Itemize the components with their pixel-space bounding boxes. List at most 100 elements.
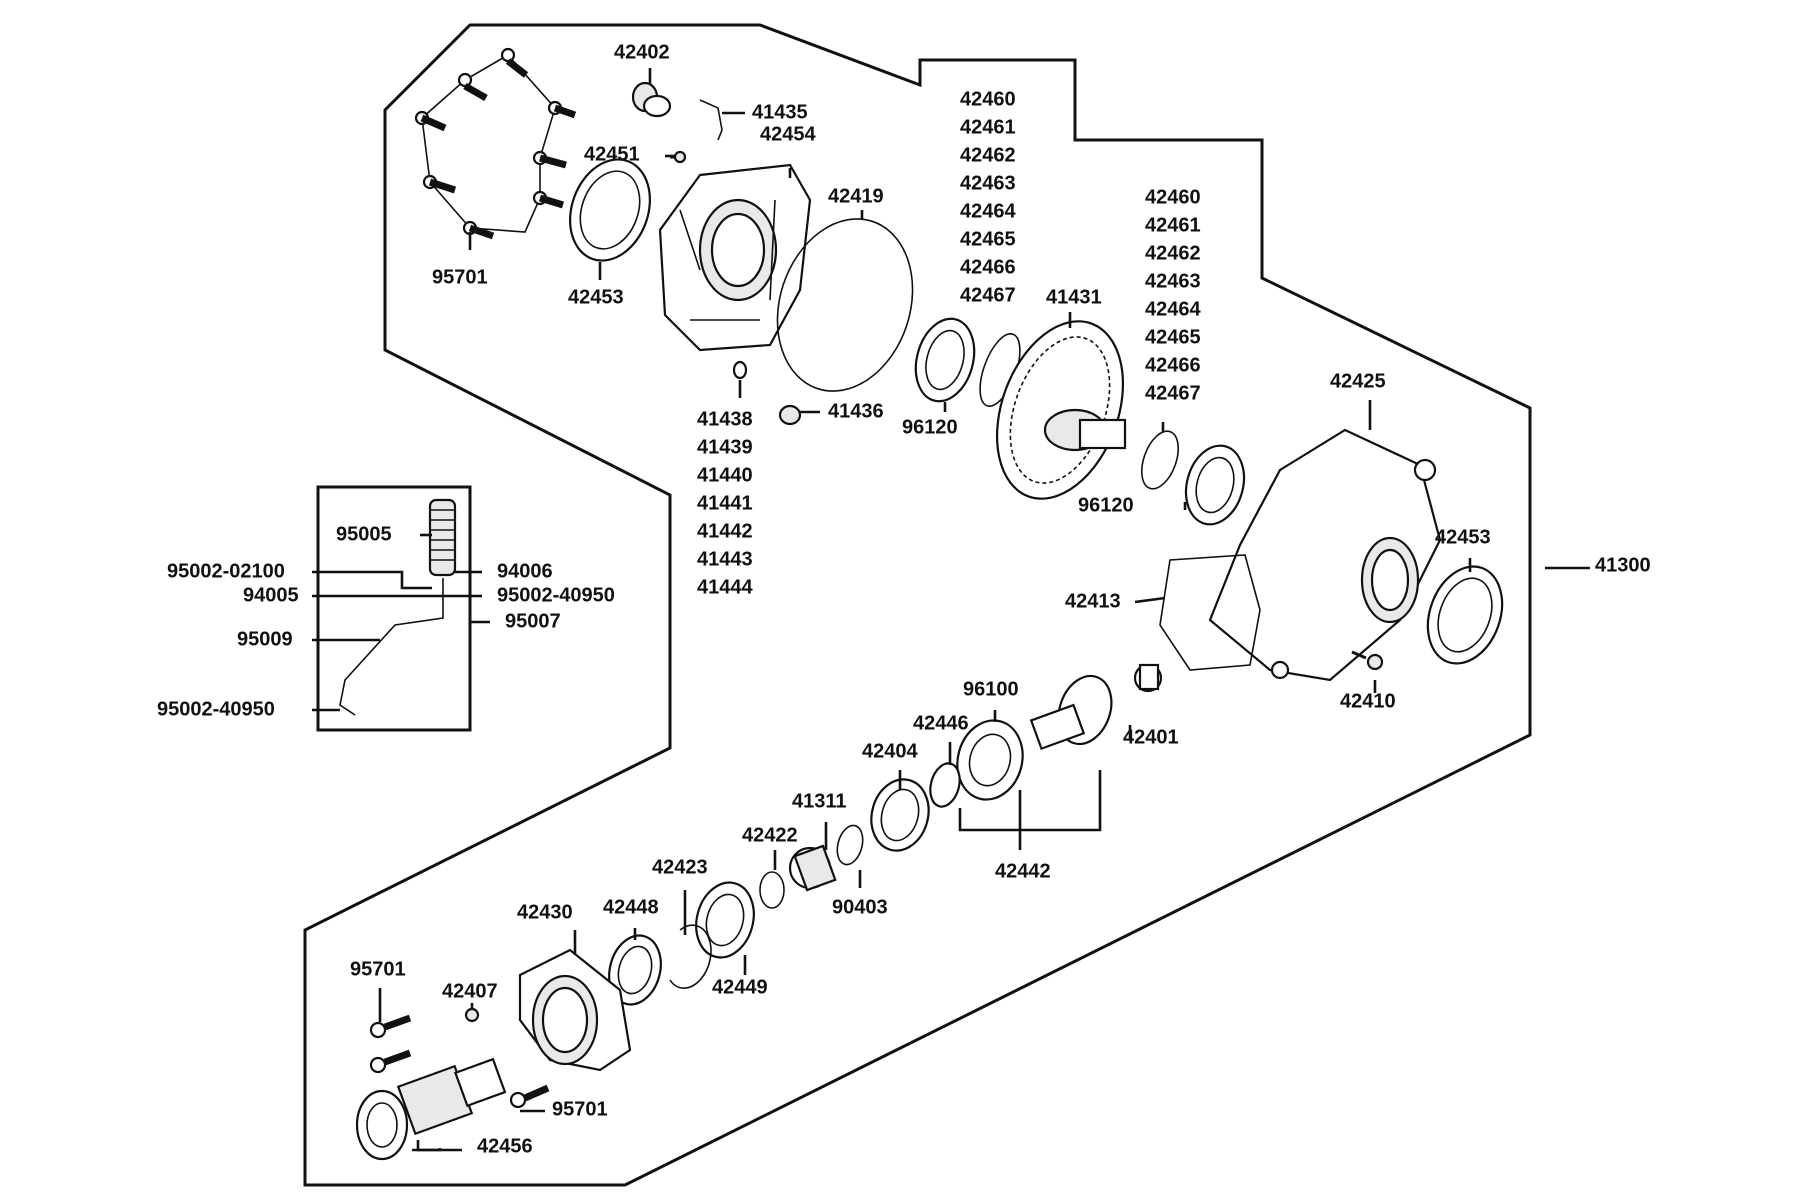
breather-hose-drawing xyxy=(339,578,444,716)
plug-small-drawing xyxy=(778,404,802,426)
callout-95002-40950-upper: 95002-40950 xyxy=(497,584,615,606)
snap-ring-drawing xyxy=(759,871,785,909)
callout-42442: 42442 xyxy=(995,860,1051,882)
callout-42460a-line-4: 42463 xyxy=(960,172,1016,194)
bearing-upper-drawing xyxy=(914,317,976,403)
callout-41438-line-2: 41439 xyxy=(697,436,753,458)
callout-96120-upper: 96120 xyxy=(902,416,958,438)
callout-95701-top: 95701 xyxy=(432,266,488,288)
callout-labels: 95701 42402 41435 42451 42454 42453 4241… xyxy=(157,41,1651,1157)
callout-42404: 42404 xyxy=(862,740,918,762)
callout-95002-02100: 95002-02100 xyxy=(167,560,285,582)
callout-41438-line-7: 41444 xyxy=(697,576,753,598)
circlip-drawing xyxy=(836,824,864,866)
callout-42453-right: 42453 xyxy=(1435,526,1491,548)
callout-95005: 95005 xyxy=(336,523,392,545)
drain-bolt-drawing xyxy=(1351,650,1384,671)
callout-42446: 42446 xyxy=(913,712,969,734)
front-cover-drawing xyxy=(518,948,632,1072)
callout-42460b-line-4: 42463 xyxy=(1145,270,1201,292)
callout-42460a-line-6: 42465 xyxy=(960,228,1016,250)
retaining-ring-drawing xyxy=(669,924,712,989)
callout-95701-lower-left: 95701 xyxy=(350,958,406,980)
callout-41438-line-5: 41442 xyxy=(697,520,753,542)
breather-inset-box xyxy=(316,485,472,732)
callout-96120-lower: 96120 xyxy=(1078,494,1134,516)
callout-42454: 42454 xyxy=(760,123,816,145)
callout-42451: 42451 xyxy=(584,143,640,165)
callout-42460b-line-8: 42467 xyxy=(1145,382,1201,404)
callout-42460a-line-7: 42466 xyxy=(960,256,1016,278)
pinion-gear-drawing xyxy=(1029,674,1113,751)
breather-fitting-drawing xyxy=(699,99,723,141)
callout-95009: 95009 xyxy=(237,628,293,650)
callout-41435: 41435 xyxy=(752,101,808,123)
callout-90403: 90403 xyxy=(832,896,888,918)
callout-95701-lower-right: 95701 xyxy=(552,1098,608,1120)
callout-42460b-line-3: 42462 xyxy=(1145,242,1201,264)
callout-42410: 42410 xyxy=(1340,690,1396,712)
leader-lines xyxy=(312,68,1590,1152)
callout-42460b-line-2: 42461 xyxy=(1145,214,1201,236)
oil-seal-right-drawing xyxy=(1426,565,1504,665)
bolt-pair-drawing xyxy=(369,1014,550,1109)
oil-seal-front-drawing xyxy=(608,934,662,1006)
breather-cap-drawing xyxy=(428,498,457,577)
callout-42460-group-a: 42460 42461 42462 42463 42464 42465 4246… xyxy=(960,88,1016,306)
output-shaft-drawing xyxy=(355,1057,507,1161)
collar-drawing xyxy=(1133,663,1163,693)
callout-41300: 41300 xyxy=(1595,554,1651,576)
callout-42460a-line-3: 42462 xyxy=(960,144,1016,166)
callout-42460b-line-5: 42464 xyxy=(1145,298,1201,320)
callout-41438-line-1: 41438 xyxy=(697,408,753,430)
callout-41436: 41436 xyxy=(828,400,884,422)
callout-42456: 42456 xyxy=(477,1135,533,1157)
plug-drawing xyxy=(631,81,672,118)
callout-41438-line-4: 41441 xyxy=(697,492,753,514)
ring-gear-drawing xyxy=(995,320,1127,500)
needle-bearing-drawing xyxy=(870,778,930,852)
callout-41438-line-6: 41443 xyxy=(697,548,753,570)
callout-42460a-line-2: 42461 xyxy=(960,116,1016,138)
callout-42401: 42401 xyxy=(1123,726,1179,748)
bearing-pinion-drawing xyxy=(956,719,1024,801)
callout-42449: 42449 xyxy=(712,976,768,998)
callout-42422: 42422 xyxy=(742,824,798,846)
callout-42453-left: 42453 xyxy=(568,286,624,308)
assembly-outline xyxy=(303,23,1532,1187)
sleeve-drawing xyxy=(788,844,837,892)
callout-42407: 42407 xyxy=(442,980,498,1002)
callout-94006: 94006 xyxy=(497,560,553,582)
callout-94005: 94005 xyxy=(243,584,299,606)
gasket-drawing xyxy=(1159,554,1261,671)
callout-42448: 42448 xyxy=(603,896,659,918)
callout-95007: 95007 xyxy=(505,610,561,632)
callout-42430: 42430 xyxy=(517,901,573,923)
callout-42413: 42413 xyxy=(1065,590,1121,612)
oil-seal-left-drawing xyxy=(569,158,651,262)
callout-95002-40950-lower: 95002-40950 xyxy=(157,698,275,720)
callout-42460b-line-6: 42465 xyxy=(1145,326,1201,348)
o-ring-large-drawing xyxy=(776,218,914,392)
callout-42460a-line-5: 42464 xyxy=(960,200,1016,222)
shim-ring-lower-drawing xyxy=(1140,430,1180,490)
callout-42419: 42419 xyxy=(828,185,884,207)
callout-42460a-line-1: 42460 xyxy=(960,88,1016,110)
bearing-lower-drawing xyxy=(1184,444,1246,526)
callout-42460b-line-1: 42460 xyxy=(1145,186,1201,208)
callout-42460a-line-8: 42467 xyxy=(960,284,1016,306)
callout-41438-group: 41438 41439 41440 41441 41442 41443 4144… xyxy=(697,408,753,598)
callout-41431: 41431 xyxy=(1046,286,1102,308)
callout-42460-group-b: 42460 42461 42462 42463 42464 42465 4246… xyxy=(1145,186,1201,404)
shim-washer-drawing xyxy=(732,360,748,380)
callout-41311: 41311 xyxy=(792,790,847,812)
nut-drawing xyxy=(464,1007,480,1023)
callout-42425: 42425 xyxy=(1330,370,1386,392)
callout-41438-line-3: 41440 xyxy=(697,464,753,486)
callout-96100: 96100 xyxy=(963,678,1019,700)
callout-42423: 42423 xyxy=(652,856,708,878)
bolt-set-drawing xyxy=(414,47,577,240)
callout-42460b-line-7: 42466 xyxy=(1145,354,1201,376)
gear-case-cover-drawing xyxy=(658,163,812,352)
